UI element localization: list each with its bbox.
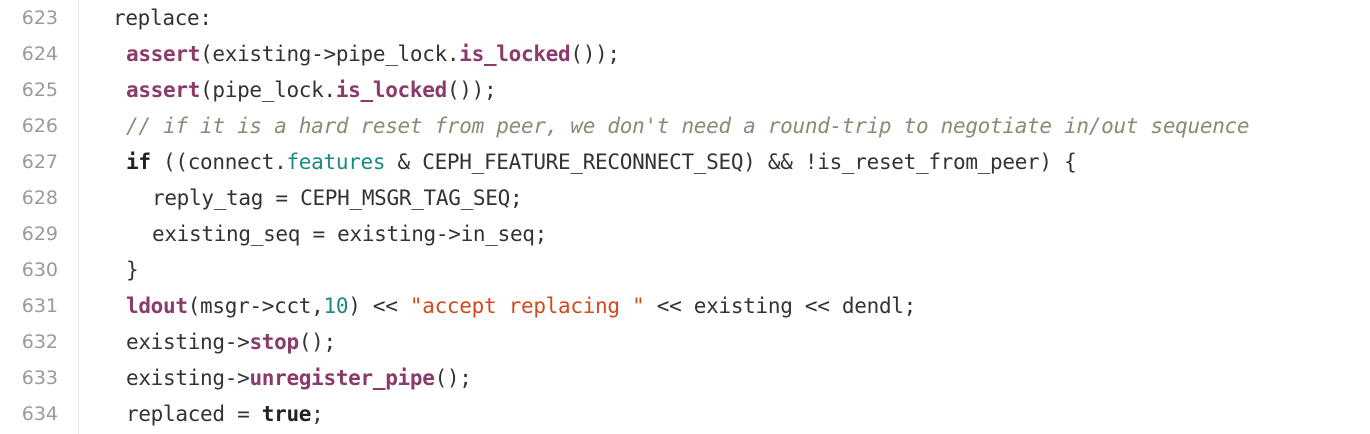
label-token: replace: (113, 6, 212, 30)
string-token: "accept replacing " (409, 294, 645, 318)
line-number[interactable]: 627 (21, 151, 58, 173)
code-text: if ((connect.features & CEPH_FEATURE_REC… (126, 150, 1077, 174)
code-line: 634 replaced = true; (0, 396, 1370, 432)
comment-token: // if it is a hard reset from peer, we d… (126, 114, 1250, 138)
function-token: ldout (126, 294, 188, 318)
plain-token: existing-> (126, 330, 250, 354)
plain-token: ((connect. (150, 150, 287, 174)
plain-token: ) << (348, 294, 410, 318)
line-number[interactable]: 623 (21, 7, 58, 29)
plain-token: (existing->pipe_lock. (200, 42, 460, 66)
line-number[interactable]: 625 (21, 79, 58, 101)
function-token: unregister_pipe (249, 366, 435, 390)
line-number[interactable]: 626 (21, 115, 58, 137)
code-text: } (126, 258, 139, 282)
line-number-gutter (0, 0, 79, 434)
plain-token: existing_seq = existing->in_seq; (152, 222, 547, 246)
line-number[interactable]: 629 (21, 223, 58, 245)
keyword-token: if (126, 150, 151, 174)
code-line: 632 existing->stop(); (0, 324, 1370, 360)
plain-token: (msgr->cct, (187, 294, 324, 318)
code-line: 626 // if it is a hard reset from peer, … (0, 108, 1370, 144)
code-line: 623 replace: (0, 0, 1370, 36)
code-line: 633 existing->unregister_pipe(); (0, 360, 1370, 396)
line-number[interactable]: 628 (21, 187, 58, 209)
code-text: assert(existing->pipe_lock.is_locked()); (126, 42, 620, 66)
code-text: replace: (113, 6, 212, 30)
code-text: existing_seq = existing->in_seq; (152, 222, 547, 246)
line-number[interactable]: 633 (21, 367, 58, 389)
code-text: // if it is a hard reset from peer, we d… (126, 114, 1250, 138)
plain-token: (); (298, 330, 336, 354)
code-line: 625 assert(pipe_lock.is_locked()); (0, 72, 1370, 108)
plain-token: ()); (446, 78, 497, 102)
code-line: 629 existing_seq = existing->in_seq; (0, 216, 1370, 252)
line-number[interactable]: 632 (21, 331, 58, 353)
line-number[interactable]: 630 (21, 259, 58, 281)
code-text: replaced = true; (126, 402, 324, 426)
plain-token: reply_tag = CEPH_MSGR_TAG_SEQ; (152, 186, 523, 210)
code-line: 624 assert(existing->pipe_lock.is_locked… (0, 36, 1370, 72)
line-number[interactable]: 631 (21, 295, 58, 317)
plain-token: ()); (570, 42, 620, 66)
line-number[interactable]: 634 (21, 403, 58, 425)
line-number[interactable]: 624 (21, 43, 58, 65)
function-token: is_locked (459, 42, 571, 66)
plain-token: (pipe_lock. (200, 78, 336, 102)
plain-token: << existing << dendl; (644, 294, 917, 318)
plain-token: replaced = (126, 402, 262, 426)
code-line: 631 ldout(msgr->cct,10) << "accept repla… (0, 288, 1370, 324)
keyword-token: true (261, 402, 312, 426)
function-token: assert (126, 78, 201, 102)
function-token: stop (249, 330, 299, 354)
code-text: assert(pipe_lock.is_locked()); (126, 78, 497, 102)
plain-token: & CEPH_FEATURE_RECONNECT_SEQ) && !is_res… (385, 150, 1077, 174)
code-line: 628 reply_tag = CEPH_MSGR_TAG_SEQ; (0, 180, 1370, 216)
property-token: features (286, 150, 386, 174)
function-token: is_locked (335, 78, 447, 102)
number-token: 10 (323, 294, 349, 318)
function-token: assert (126, 42, 201, 66)
code-text: existing->stop(); (126, 330, 336, 354)
plain-token: } (126, 258, 139, 282)
plain-token: existing-> (126, 366, 250, 390)
code-text: existing->unregister_pipe(); (126, 366, 472, 390)
code-text: reply_tag = CEPH_MSGR_TAG_SEQ; (152, 186, 523, 210)
plain-token: (); (434, 366, 472, 390)
code-line: 630 } (0, 252, 1370, 288)
code-text: ldout(msgr->cct,10) << "accept replacing… (126, 294, 916, 318)
code-line: 627 if ((connect.features & CEPH_FEATURE… (0, 144, 1370, 180)
plain-token: ; (311, 402, 324, 426)
